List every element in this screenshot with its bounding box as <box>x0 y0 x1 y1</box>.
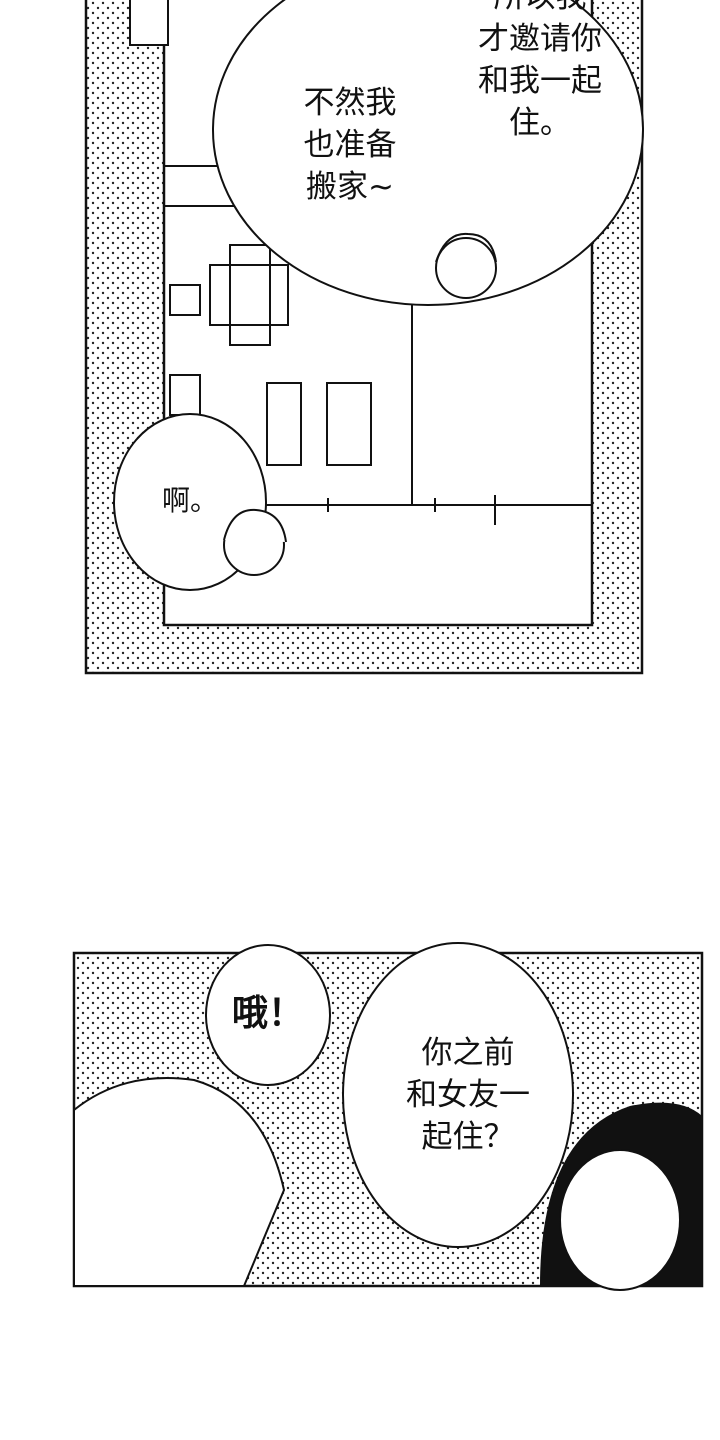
bubble-text-ah: 啊。 <box>161 484 218 517</box>
speech-bubble-question <box>342 942 574 1248</box>
panel-1 <box>84 0 644 675</box>
character-head-2 <box>223 508 287 576</box>
bubble-text-invite: 所以我 才邀请你 和我一起 住。 <box>478 0 602 141</box>
bubble-text-oh: 哦！ <box>231 993 304 1034</box>
panel-2 <box>72 942 704 1291</box>
character-left <box>73 1077 286 1287</box>
bubble-text-girlfriend: 你之前 和女友一 起住？ <box>406 1035 530 1155</box>
bubble-text-move: 不然我 也准备 搬家~ <box>303 85 397 205</box>
speech-bubble-oh <box>205 944 331 1086</box>
character-head-1 <box>435 232 497 299</box>
speech-bubble-top <box>212 0 644 306</box>
